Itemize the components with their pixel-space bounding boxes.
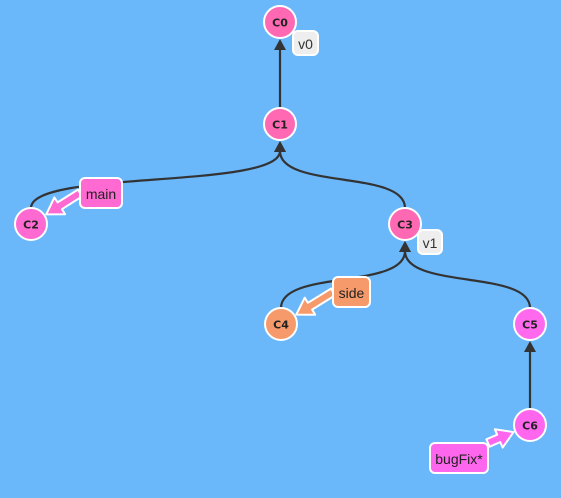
- arrowhead-icon: [274, 39, 286, 50]
- commit-c2[interactable]: C2: [14, 207, 48, 241]
- edge-c5-c3: [403, 250, 532, 309]
- commit-label: C2: [23, 219, 39, 232]
- arrowhead-icon: [399, 241, 411, 252]
- commit-c3[interactable]: C3: [388, 207, 422, 241]
- commit-circle: [14, 207, 48, 241]
- commit-c0[interactable]: C0: [263, 5, 297, 39]
- tag-v1[interactable]: v1: [417, 229, 443, 255]
- commit-label: C1: [272, 119, 288, 132]
- branches-layer: main side bugFix*: [45, 177, 515, 474]
- branch-box: [332, 276, 371, 308]
- commit-label: C0: [272, 17, 288, 30]
- tags-layer: v0 v1: [292, 30, 443, 255]
- commit-circle: [264, 307, 298, 341]
- branch-name: side: [339, 285, 365, 301]
- tag-box: [292, 30, 319, 56]
- commit-label: C6: [522, 420, 538, 433]
- tag-name: v0: [298, 36, 313, 52]
- commit-c6[interactable]: C6: [513, 408, 547, 442]
- commit-c1[interactable]: C1: [263, 107, 297, 141]
- edge-c2-c1: [29, 150, 282, 209]
- branch-bugfix-arrow-icon: [485, 428, 515, 449]
- commit-label: C4: [273, 319, 289, 332]
- tag-v0[interactable]: v0: [292, 30, 319, 56]
- tag-box: [417, 229, 443, 255]
- branch-main-arrow-icon: [45, 188, 84, 216]
- commit-circle: [513, 408, 547, 442]
- branch-name: bugFix*: [435, 451, 483, 467]
- branch-label-side[interactable]: side: [332, 276, 371, 308]
- commit-c5[interactable]: C5: [513, 307, 547, 341]
- branch-label-bugfix[interactable]: bugFix*: [429, 442, 489, 474]
- branch-side-arrow-icon: [295, 287, 337, 316]
- commit-circle: [263, 107, 297, 141]
- arrowhead-icon: [524, 341, 536, 352]
- commit-circle: [513, 307, 547, 341]
- branch-name: main: [86, 186, 116, 202]
- commit-c4[interactable]: C4: [264, 307, 298, 341]
- commit-circle: [263, 5, 297, 39]
- tag-name: v1: [423, 235, 438, 251]
- branch-label-main[interactable]: main: [79, 177, 123, 209]
- arrowhead-icon: [274, 141, 286, 152]
- branch-box: [429, 442, 489, 474]
- commit-circle: [388, 207, 422, 241]
- edges-layer: [29, 39, 536, 409]
- branch-box: [79, 177, 123, 209]
- edge-c3-c1: [278, 150, 407, 209]
- commit-label: C3: [397, 219, 413, 232]
- commit-label: C5: [522, 319, 538, 332]
